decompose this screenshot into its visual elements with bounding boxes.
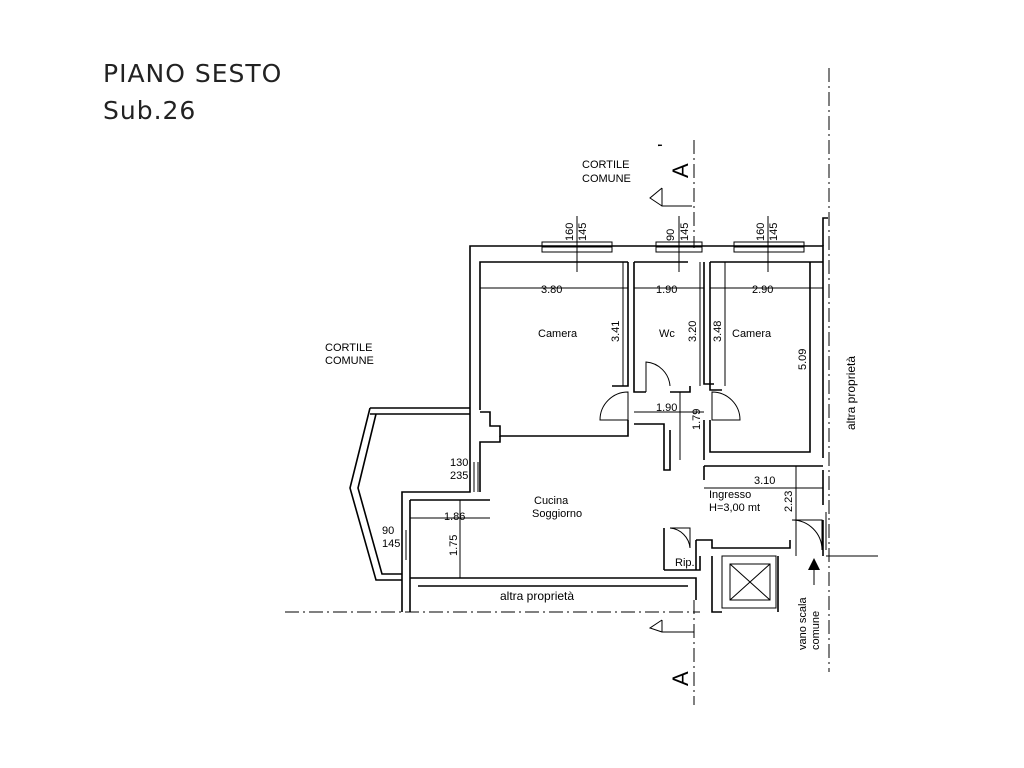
dim-camera-left-h: 3.41 — [610, 321, 622, 342]
plan-sub-title: Sub.26 — [103, 96, 196, 125]
cortile-top-line1: CORTILE — [582, 159, 629, 171]
section-marker-top-prime: ' — [655, 144, 675, 147]
cortile-left-line2: COMUNE — [325, 355, 374, 367]
room-camera-left: Camera — [538, 328, 578, 340]
altra-proprieta-bottom: altra proprietà — [500, 589, 574, 603]
dim-camera-right-w: 2.90 — [752, 284, 773, 296]
property-lines — [285, 68, 878, 705]
dim-hall-w: 1.90 — [656, 402, 677, 414]
dim-camera-right-h1: 3.48 — [712, 321, 724, 342]
room-wc: Wc — [659, 328, 675, 340]
section-marker-bottom-letter: A — [668, 671, 693, 686]
dim-camera-left-w: 3.80 — [541, 284, 562, 296]
dimension-lines — [410, 262, 823, 578]
dim-wc-w: 1.90 — [656, 284, 677, 296]
room-ingresso-line1: Ingresso — [709, 489, 751, 501]
room-camera-right: Camera — [732, 328, 772, 340]
section-marker-bottom: A — [648, 619, 694, 686]
dim-win-wc-1: 90 — [665, 229, 677, 241]
balcony — [349, 407, 479, 581]
dim-kitchen-win-2: 145 — [382, 538, 400, 550]
dim-camera-right-h2: 5.09 — [797, 349, 809, 370]
cortile-left-line1: CORTILE — [325, 342, 372, 354]
altra-proprieta-right: altra proprietà — [844, 356, 858, 430]
dim-balcony-door-1: 130 — [450, 457, 468, 469]
room-rip: Rip. — [675, 557, 695, 569]
vano-scala-line2: comune — [810, 611, 822, 650]
section-marker-top: A ' — [649, 144, 693, 207]
dim-kitchen-win-1: 90 — [382, 525, 394, 537]
section-marker-top-letter: A — [668, 163, 693, 178]
vano-scala-line1: vano scala — [797, 597, 809, 650]
plan-floor-title: PIANO SESTO — [103, 59, 282, 88]
dim-small-h: 1.75 — [448, 535, 460, 556]
dim-balcony-door-2: 235 — [450, 470, 468, 482]
dim-ingresso-h: 2.23 — [783, 491, 795, 512]
dim-ingresso-w: 3.10 — [754, 475, 775, 487]
cortile-top-line2: COMUNE — [582, 173, 631, 185]
dim-small-w: 1.86 — [444, 511, 465, 523]
dimension-labels: 160 145 90 145 160 145 3.80 1.90 2.90 3.… — [382, 223, 809, 556]
room-ingresso-line2: H=3,00 mt — [709, 502, 760, 514]
dim-win-left-2: 145 — [577, 223, 589, 241]
walls — [401, 217, 828, 613]
dim-win-right-2: 145 — [768, 223, 780, 241]
room-cucina-line1: Cucina — [534, 495, 569, 507]
dim-win-right-1: 160 — [755, 223, 767, 241]
dim-win-left-1: 160 — [564, 223, 576, 241]
doors — [599, 361, 827, 551]
dim-wc-h: 3.20 — [687, 321, 699, 342]
dim-hall-h: 1.79 — [691, 409, 703, 430]
room-cucina-line2: Soggiorno — [532, 508, 582, 520]
elevator — [721, 555, 820, 609]
dim-win-wc-2: 145 — [679, 223, 691, 241]
windows — [541, 216, 805, 272]
